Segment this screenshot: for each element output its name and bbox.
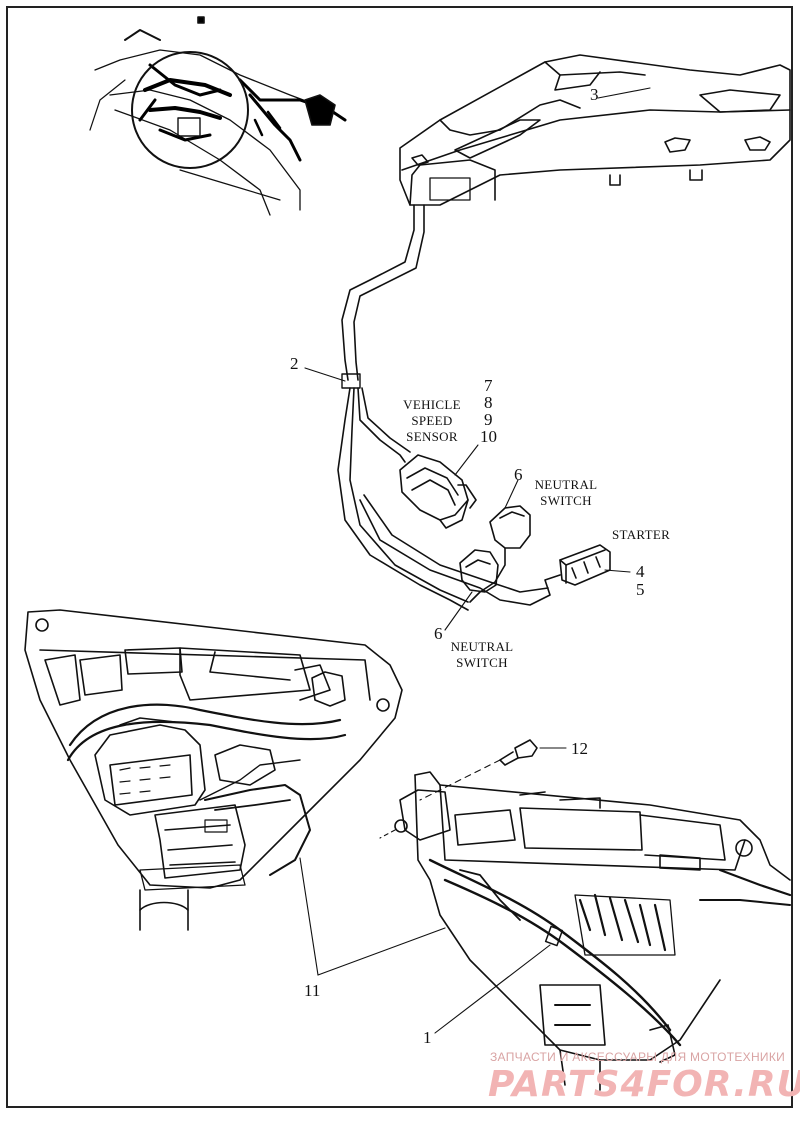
callout-5: 5 [636, 580, 645, 599]
starter-connector [559, 544, 611, 586]
callout-4: 4 [636, 562, 645, 581]
watermark-tagline: ЗАПЧАСТИ И АКСЕССУАРЫ ДЛЯ МОТОТЕХНИКИ [490, 1050, 786, 1064]
caption-starter: STARTER [612, 527, 671, 542]
caption-neutral-lower: NEUTRAL SWITCH [446, 640, 518, 669]
vehicle-speed-sensor-connector [399, 454, 477, 529]
callout-3: 3 [590, 85, 599, 104]
neutral-switch-lower [459, 549, 499, 593]
watermark-logo: PARTS4FOR.RU [488, 1064, 800, 1105]
electrical-caddy-right [379, 739, 792, 1091]
callout-11: 11 [304, 981, 321, 1000]
neutral-switch-upper [469, 505, 531, 603]
connector-housing-3 [399, 54, 791, 206]
callout-8: 8 [484, 393, 493, 412]
callout-1: 1 [423, 1028, 432, 1047]
caption-vss-line2: SPEED [411, 413, 453, 428]
electrical-caddy-left [24, 609, 403, 931]
caption-neutral-upper-line2: SWITCH [540, 493, 592, 508]
callout-2: 2 [290, 354, 299, 373]
callout-12: 12 [571, 739, 588, 758]
caption-vss: VEHICLE SPEED SENSOR [398, 398, 466, 443]
callout-9: 9 [484, 410, 493, 429]
caption-neutral-lower-line1: NEUTRAL [450, 639, 514, 654]
motorcycle-locator-thumbnail [89, 16, 347, 216]
caption-neutral-upper-line1: NEUTRAL [534, 477, 598, 492]
caption-vss-line3: SENSOR [406, 429, 458, 444]
caption-neutral-lower-line2: SWITCH [456, 655, 508, 670]
callout-6-upper: 6 [514, 465, 523, 484]
caption-neutral-upper: NEUTRAL SWITCH [530, 478, 602, 507]
caption-vss-line1: VEHICLE [403, 397, 461, 412]
harness-2 [337, 204, 561, 611]
callout-6-lower: 6 [434, 624, 443, 643]
diagram-frame [6, 6, 793, 1108]
leader-lines [299, 87, 651, 1034]
callout-10: 10 [480, 427, 497, 446]
callout-7: 7 [484, 376, 493, 395]
